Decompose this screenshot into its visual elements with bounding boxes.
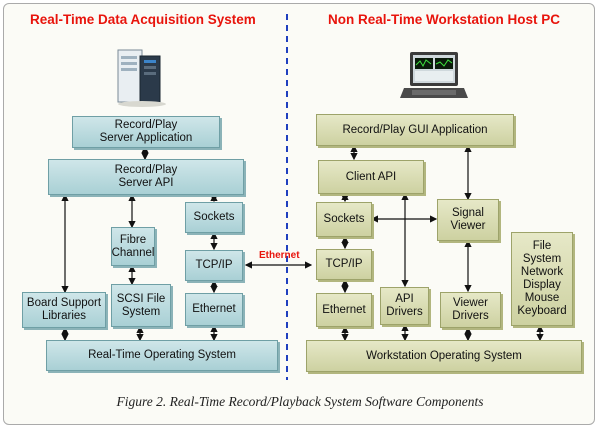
right-ethernet-box: Ethernet xyxy=(316,293,372,327)
right-sockets-box: Sockets xyxy=(316,202,372,237)
left-ethernet-box: Ethernet xyxy=(185,293,243,326)
viewer-drivers-box: Viewer Drivers xyxy=(440,292,501,328)
api-drivers-box: API Drivers xyxy=(380,287,429,325)
file-system-network-display-box: File System Network Display Mouse Keyboa… xyxy=(511,232,573,326)
left-sockets-box: Sockets xyxy=(185,202,243,233)
signal-viewer-box: Signal Viewer xyxy=(437,199,499,241)
real-time-os-box: Real-Time Operating System xyxy=(46,340,278,371)
fibre-channel-box: Fibre Channel xyxy=(111,227,155,266)
right-tcp-ip-box: TCP/IP xyxy=(316,249,372,280)
ethernet-link-label: Ethernet xyxy=(259,250,300,261)
left-heading: Real-Time Data Acquisition System xyxy=(30,12,256,27)
right-heading: Non Real-Time Workstation Host PC xyxy=(328,12,561,27)
board-support-libraries-box: Board Support Libraries xyxy=(22,292,106,328)
client-api-box: Client API xyxy=(318,160,424,194)
record-play-gui-application-box: Record/Play GUI Application xyxy=(316,114,514,146)
figure-caption: Figure 2. Real-Time Record/Playback Syst… xyxy=(116,394,484,409)
workstation-os-box: Workstation Operating System xyxy=(306,340,582,372)
server-rack-icon xyxy=(112,46,174,108)
record-play-server-api-box: Record/Play Server API xyxy=(48,159,244,195)
left-tcp-ip-box: TCP/IP xyxy=(185,250,243,281)
scsi-file-system-box: SCSI File System xyxy=(111,284,171,327)
record-play-server-application-box: Record/Play Server Application xyxy=(72,116,220,148)
laptop-icon xyxy=(398,48,470,106)
